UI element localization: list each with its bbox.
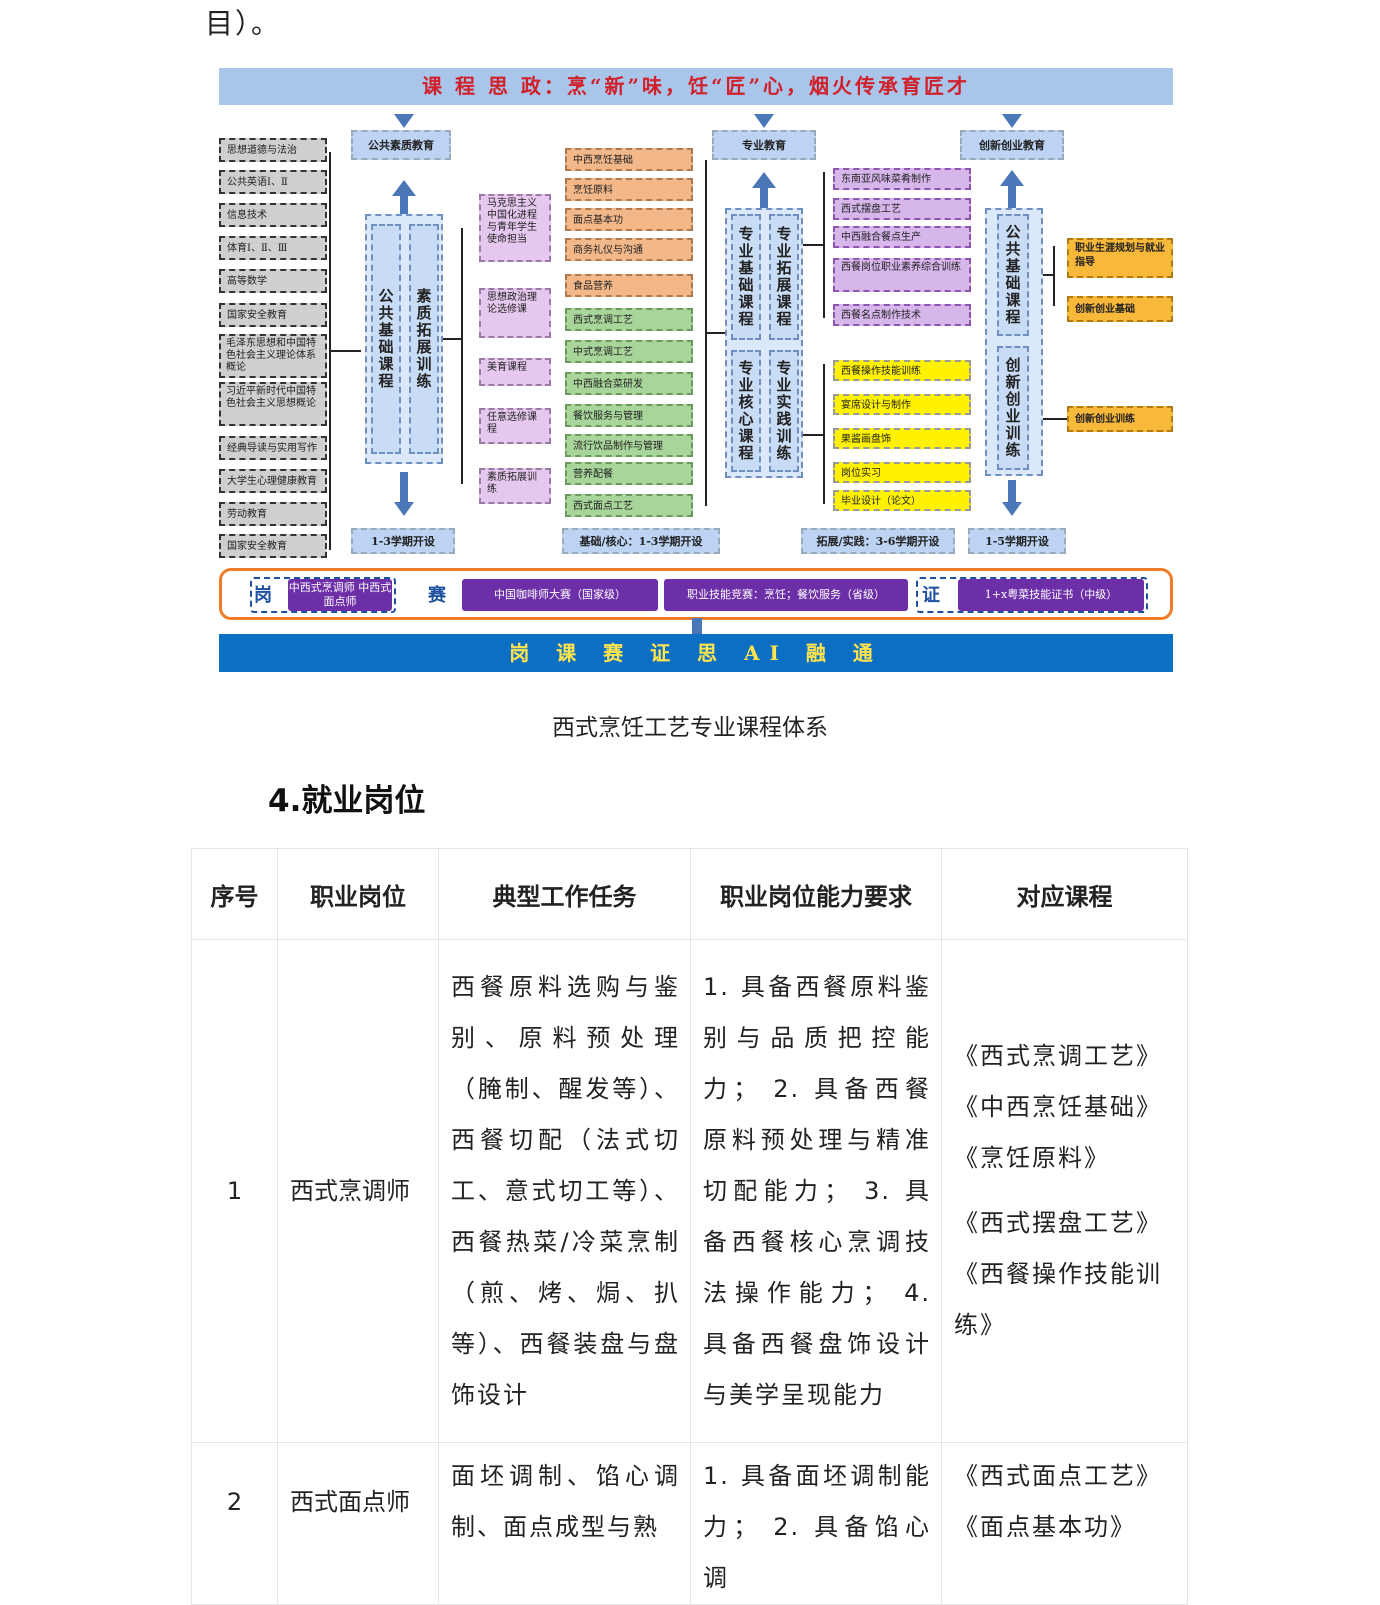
sai-item-2: 职业技能竞赛：烹饪；餐饮服务（省级） xyxy=(664,579,908,611)
header-post: 职业岗位 xyxy=(277,848,439,940)
quality-course-2: 思想政治理论选修课 xyxy=(479,288,551,338)
general-course-8: 习近平新时代中国特色社会主义思想概论 xyxy=(219,382,327,426)
core-semester: 基础/核心：1-3学期开设 xyxy=(562,528,720,554)
header-num: 序号 xyxy=(191,848,278,940)
pro-edu-head: 专业教育 xyxy=(712,130,816,160)
header-course: 对应课程 xyxy=(941,848,1188,940)
row-num: 2 xyxy=(191,1442,278,1605)
general-course-5: 高等数学 xyxy=(219,269,327,293)
table-row: 1 西式烹调师 西餐原料选购与鉴别、原料预处理（腌制、醒发等）、西餐切配（法式切… xyxy=(191,939,1188,1443)
innovation-course-1: 职业生涯规划与就业指导 xyxy=(1067,238,1173,278)
core-course-1: 西式烹调工艺 xyxy=(565,308,693,331)
general-course-4: 体育Ⅰ、Ⅱ、Ⅲ xyxy=(219,236,327,260)
core-course-7: 西式面点工艺 xyxy=(565,494,693,517)
foundation-course-2: 烹饪原料 xyxy=(565,178,693,201)
general-course-2: 公共英语Ⅰ、Ⅱ xyxy=(219,170,327,194)
quality-ext-col: 素质拓展训练 xyxy=(409,224,439,454)
pro-basic-col: 专业基础课程 xyxy=(731,214,761,340)
foundation-course-1: 中西烹饪基础 xyxy=(565,148,693,171)
row-num: 1 xyxy=(191,939,278,1443)
foundation-course-5: 食品营养 xyxy=(565,274,693,297)
practice-course-4: 岗位实习 xyxy=(833,462,971,483)
row-post: 西式烹调师 xyxy=(277,939,439,1443)
row-task: 面坯调制、馅心调制、面点成型与熟 xyxy=(438,1442,691,1605)
general-course-11: 劳动教育 xyxy=(219,502,327,526)
general-course-10: 大学生心理健康教育 xyxy=(219,469,327,493)
extension-course-1: 东南亚风味菜肴制作 xyxy=(833,168,971,190)
practice-course-3: 果酱画盘饰 xyxy=(833,428,971,449)
core-course-2: 中式烹调工艺 xyxy=(565,340,693,363)
foundation-course-4: 商务礼仪与沟通 xyxy=(565,238,693,261)
general-course-12: 国家安全教育 xyxy=(219,534,327,558)
extension-course-4: 西餐岗位职业素养综合训练 xyxy=(833,258,971,292)
quality-course-1: 马克思主义中国化进程与青年学生使命担当 xyxy=(479,194,551,262)
quality-course-3: 美育课程 xyxy=(479,358,551,386)
top-text: 目）。 xyxy=(205,7,282,40)
extension-semester: 拓展/实践：3-6学期开设 xyxy=(801,528,955,554)
table-header-row: 序号 职业岗位 典型工作任务 职业岗位能力要求 对应课程 xyxy=(191,848,1188,940)
general-course-7: 毛泽东思想和中国特色社会主义理论体系概论 xyxy=(219,334,327,378)
public-semester: 1-3学期开设 xyxy=(351,528,455,554)
quality-course-5: 素质拓展训练 xyxy=(479,468,551,504)
general-course-9: 经典导读与实用写作 xyxy=(219,436,327,460)
practice-course-5: 毕业设计（论文） xyxy=(833,490,971,511)
core-course-6: 营养配餐 xyxy=(565,462,693,485)
innov-semester: 1-5学期开设 xyxy=(968,528,1066,554)
innov-edu-head: 创新创业教育 xyxy=(960,130,1064,160)
header-requirement: 职业岗位能力要求 xyxy=(690,848,942,940)
row-post: 西式面点师 xyxy=(277,1442,439,1605)
row-requirement: 1. 具备面坯调制能力； 2. 具备馅心调 xyxy=(690,1442,942,1605)
job-position-table: 序号 职业岗位 典型工作任务 职业岗位能力要求 对应课程 1 西式烹调师 西餐原… xyxy=(191,848,1188,1605)
ideology-title-band: 课 程 思 政：烹“新”味，饪“匠”心，烟火传承育匠才 xyxy=(219,68,1173,105)
curriculum-diagram: 课 程 思 政：烹“新”味，饪“匠”心，烟火传承育匠才 公共素质教育 公共基础课… xyxy=(205,62,1180,682)
general-course-3: 信息技术 xyxy=(219,203,327,227)
row-courses: 《西式烹调工艺》 《中西烹饪基础》 《烹饪原料》 《西式摆盘工艺》 《西餐操作技… xyxy=(941,939,1188,1443)
gang-items: 中西式烹调师 中西式面点师 xyxy=(288,579,392,611)
extension-course-5: 西餐名点制作技术 xyxy=(833,304,971,326)
extension-course-2: 西式摆盘工艺 xyxy=(833,198,971,220)
public-basic-col: 公共基础课程 xyxy=(371,224,401,454)
innov-basic-col: 公共基础课程 xyxy=(997,214,1029,336)
innovation-course-2: 创新创业基础 xyxy=(1067,296,1173,322)
table-row: 2 西式面点师 面坯调制、馅心调制、面点成型与熟 1. 具备面坯调制能力； 2.… xyxy=(191,1442,1188,1605)
integration-band: 岗 课 赛 证 思 AI 融 通 xyxy=(219,634,1173,672)
public-edu-head: 公共素质教育 xyxy=(351,130,451,160)
pro-core-col: 专业核心课程 xyxy=(731,350,761,472)
core-course-5: 流行饮品制作与管理 xyxy=(565,434,693,457)
general-course-1: 思想道德与法治 xyxy=(219,138,327,162)
header-task: 典型工作任务 xyxy=(438,848,691,940)
row-courses: 《西式面点工艺》 《面点基本功》 xyxy=(941,1442,1188,1605)
section-heading: 4.就业岗位 xyxy=(268,783,426,819)
innovation-course-3: 创新创业训练 xyxy=(1067,406,1173,432)
extension-course-3: 中西融合餐点生产 xyxy=(833,226,971,248)
pro-ext-col: 专业拓展课程 xyxy=(769,214,799,340)
innov-training-col: 创新创业训练 xyxy=(997,346,1029,470)
practice-course-2: 宴席设计与制作 xyxy=(833,394,971,415)
sai-label: 赛 xyxy=(428,585,446,606)
zheng-label: 证 xyxy=(922,585,940,606)
gang-label: 岗 xyxy=(254,585,272,606)
row-requirement: 1. 具备西餐原料鉴别与品质把控能力； 2. 具备西餐原料预处理与精准切配能力；… xyxy=(690,939,942,1443)
sai-item-1: 中国咖啡师大赛（国家级） xyxy=(462,579,658,611)
pro-practice-col: 专业实践训练 xyxy=(769,350,799,472)
figure-caption: 西式烹饪工艺专业课程体系 xyxy=(552,715,828,741)
practice-course-1: 西餐操作技能训练 xyxy=(833,360,971,381)
quality-course-4: 任意选修课程 xyxy=(479,408,551,444)
zheng-item: 1+x粤菜技能证书（中级） xyxy=(958,579,1144,611)
general-course-6: 国家安全教育 xyxy=(219,303,327,327)
core-course-4: 餐饮服务与管理 xyxy=(565,404,693,427)
certification-bar: 岗 中西式烹调师 中西式面点师 赛 中国咖啡师大赛（国家级） 职业技能竞赛：烹饪… xyxy=(219,568,1173,620)
foundation-course-3: 面点基本功 xyxy=(565,208,693,231)
row-task: 西餐原料选购与鉴别、原料预处理（腌制、醒发等）、西餐切配（法式切工、意式切工等）… xyxy=(438,939,691,1443)
core-course-3: 中西融合菜研发 xyxy=(565,372,693,395)
